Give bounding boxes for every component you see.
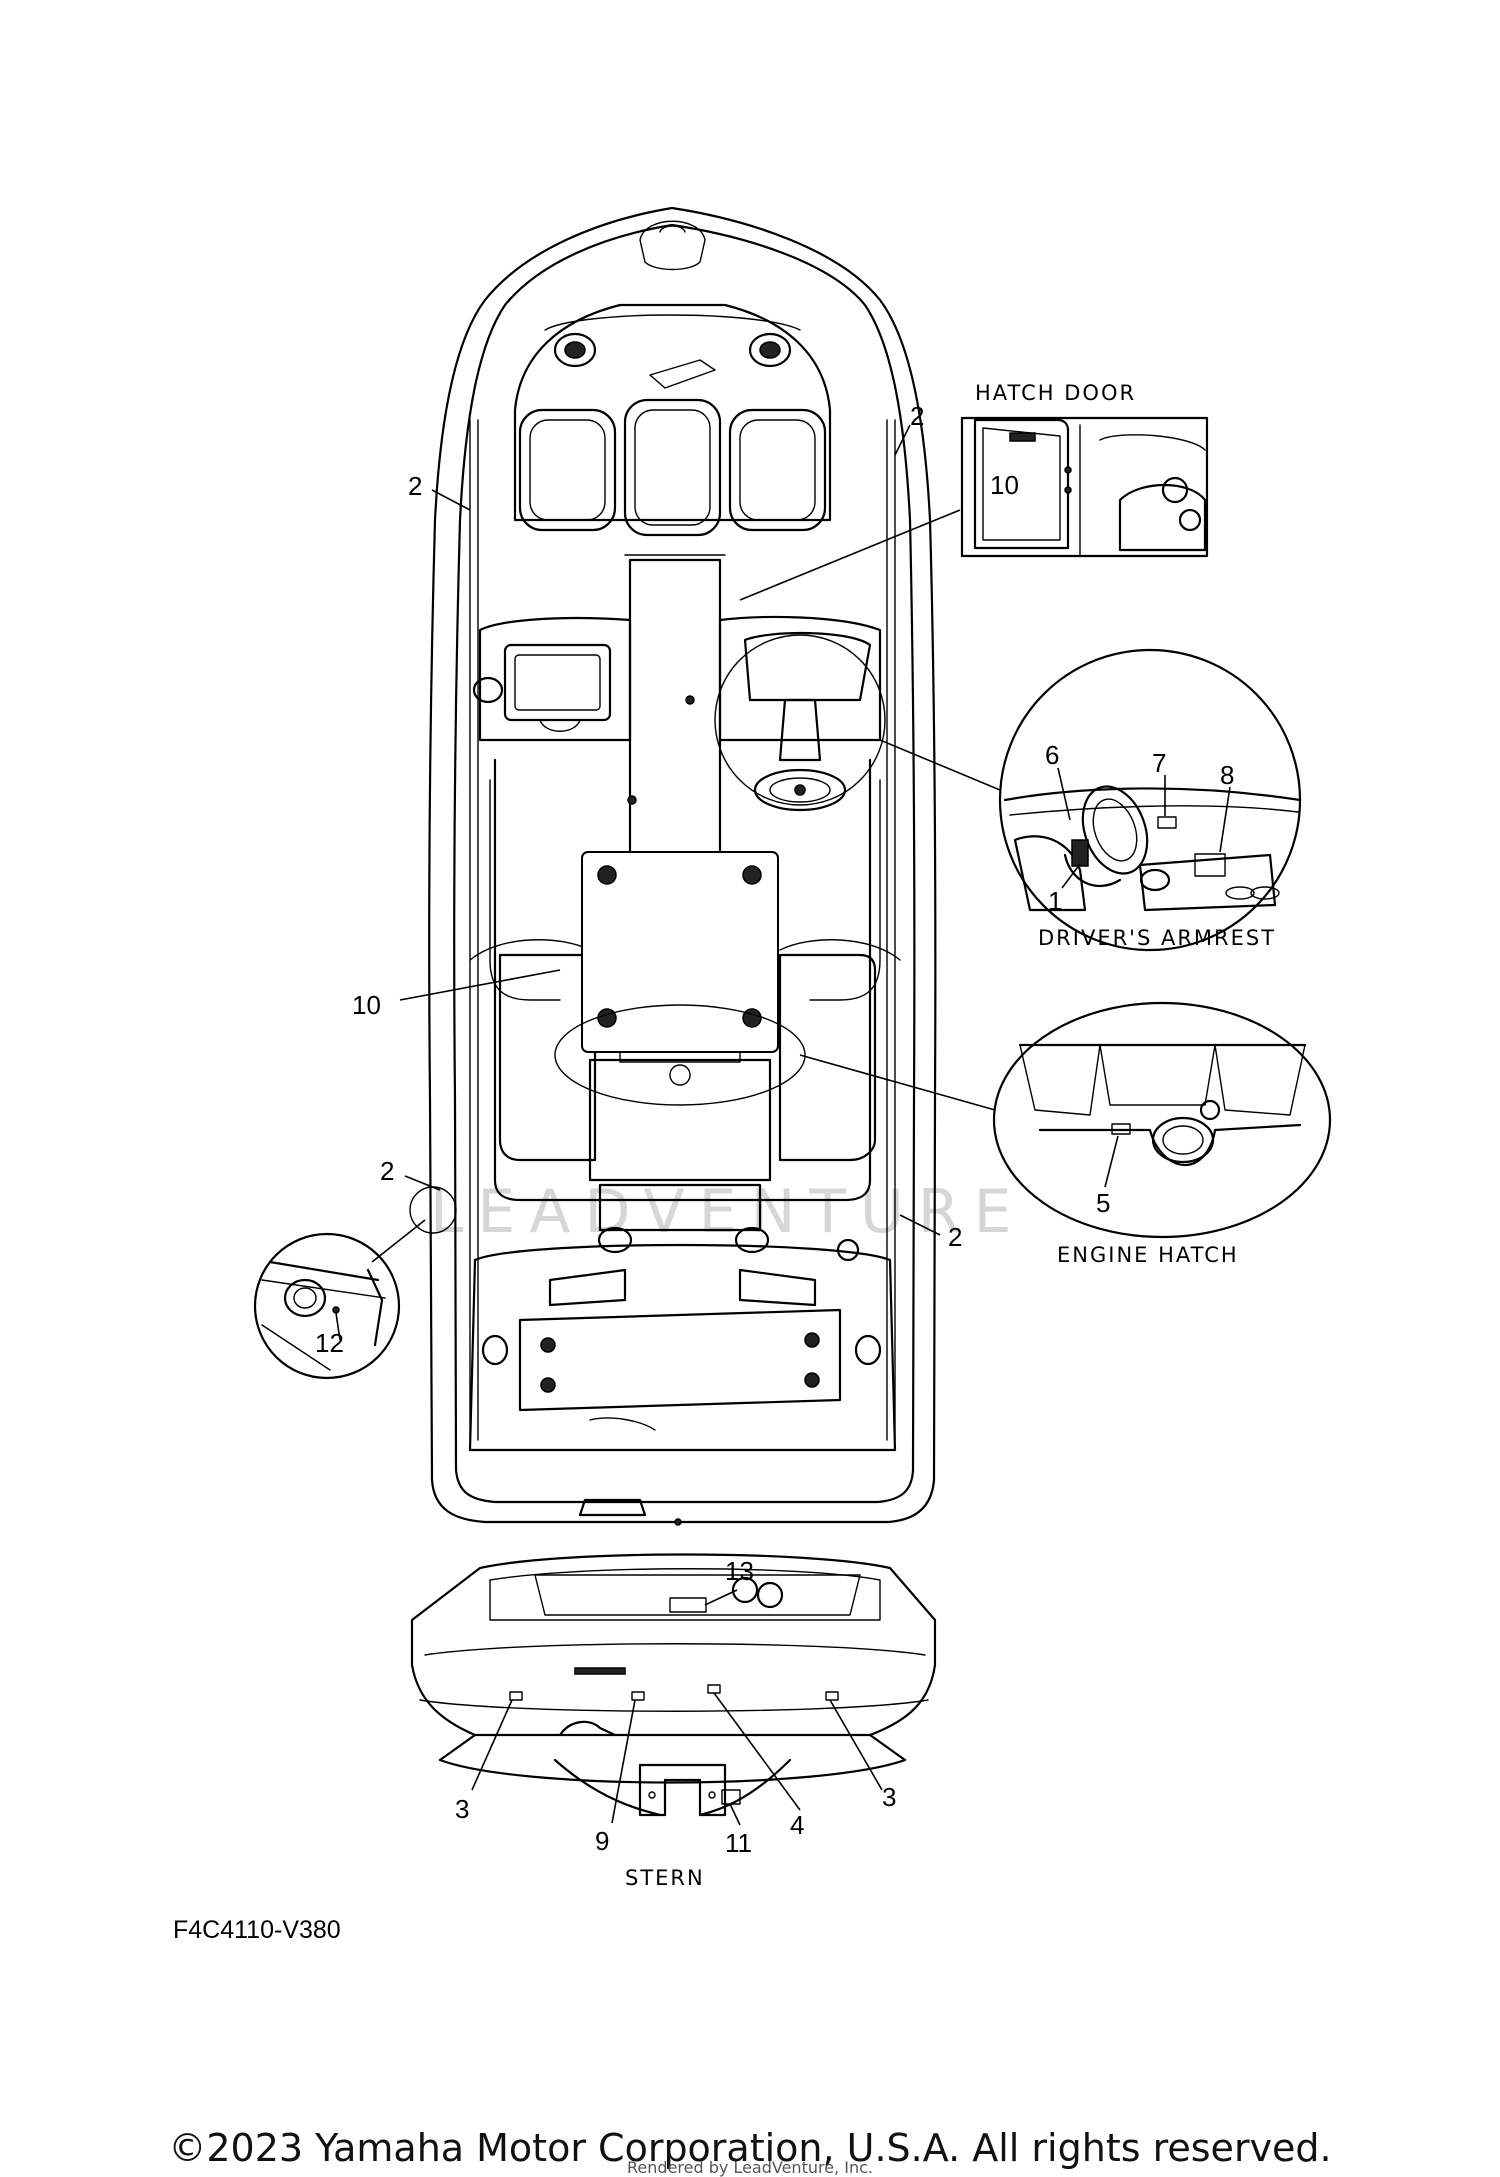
callout-10-engine-hatch: 10	[352, 990, 381, 1020]
callout-9: 9	[595, 1826, 609, 1856]
decal-8-mark	[1194, 853, 1226, 877]
caption-drivers-armrest: DRIVER'S ARMREST	[1038, 926, 1276, 950]
callout-2-aft-starboard: 2	[948, 1222, 962, 1252]
callout-12: 12	[315, 1328, 344, 1358]
engine-hatch-inset	[992, 1001, 1332, 1239]
callout-2-bow-port: 2	[408, 471, 422, 501]
stern-view	[410, 1553, 937, 1817]
decal-11-mark	[721, 1789, 741, 1805]
callout-8: 8	[1220, 760, 1234, 790]
callout-11: 11	[725, 1828, 752, 1858]
caption-stern: STERN	[625, 1866, 705, 1890]
decal-13-mark	[669, 1597, 707, 1613]
caption-engine-hatch: ENGINE HATCH	[1057, 1243, 1239, 1267]
callout-2-bow-starboard: 2	[910, 401, 924, 431]
decal-9-mark	[631, 1691, 645, 1701]
copyright-notice: ©2023 Yamaha Motor Corporation, U.S.A. A…	[168, 2126, 1332, 2170]
captions: HATCH DOOR DRIVER'S ARMREST ENGINE HATCH…	[173, 381, 1276, 1944]
callout-5: 5	[1096, 1188, 1110, 1218]
decal-4-mark	[707, 1684, 721, 1694]
drivers-armrest-inset	[998, 648, 1302, 952]
callout-2-aft-port: 2	[380, 1156, 394, 1186]
callout-labels: 2 2 2 2 10 10 6 7 8 1 5 12 13 3 3 9 4 11	[315, 401, 1234, 1858]
callout-10-hatch-door: 10	[990, 470, 1019, 500]
decal-5-mark	[1111, 1123, 1131, 1135]
decal-12-inset	[253, 1232, 401, 1380]
rendered-by-note: Rendered by LeadVenture, Inc.	[627, 2158, 873, 2177]
leader-lines	[335, 424, 1231, 1826]
caption-hatch-door: HATCH DOOR	[975, 381, 1136, 405]
hull-top-view	[409, 206, 937, 1526]
hatch-door-inset	[960, 416, 1209, 558]
diagram-code: F4C4110-V380	[173, 1916, 341, 1944]
hull-gunwale-inner	[453, 223, 916, 1504]
callout-13: 13	[725, 1556, 754, 1586]
watermark-text: LEADVENTURE	[430, 1177, 1026, 1247]
callout-4: 4	[790, 1810, 804, 1840]
callout-1: 1	[1048, 886, 1062, 916]
decal-7-mark	[1157, 816, 1177, 829]
hull-outline	[428, 206, 937, 1524]
callout-7: 7	[1152, 748, 1166, 778]
callout-6: 6	[1045, 740, 1059, 770]
callout-3-starboard: 3	[882, 1782, 896, 1812]
callout-3-port: 3	[455, 1794, 469, 1824]
